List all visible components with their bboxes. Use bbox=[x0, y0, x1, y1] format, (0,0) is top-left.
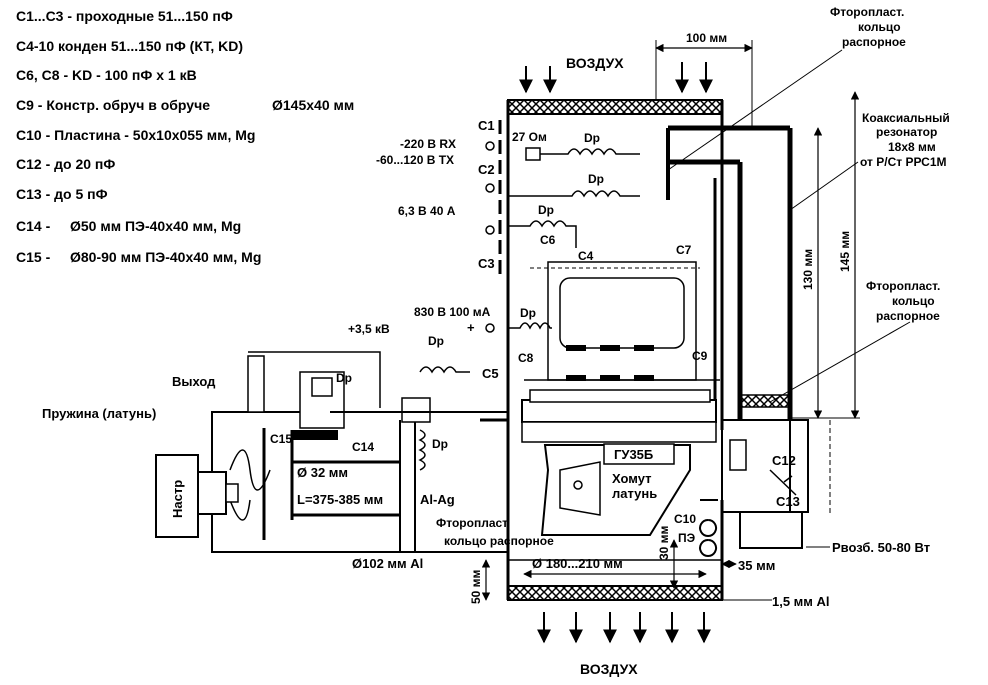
ptfe-bottom-1: Фторопласт. bbox=[436, 516, 510, 530]
air-inlet-top: ВОЗДУХ bbox=[519, 55, 713, 94]
legend-line-5: С10 - Пластина - 50х10х055 мм, Mg bbox=[16, 127, 255, 143]
c6-label: С6 bbox=[540, 233, 556, 247]
c8-label: С8 bbox=[518, 351, 534, 365]
output-section-labels: Выход Пружина (латунь) Dр +3,5 кВ Dр Dр … bbox=[42, 322, 554, 571]
legend-line-6: С12 - до 20 пФ bbox=[16, 156, 115, 172]
choke-label-2: Dр bbox=[588, 172, 604, 186]
ptfe-bottom-2: кольцо распорное bbox=[444, 534, 554, 548]
ptfe-top-2: кольцо bbox=[858, 20, 901, 34]
tube-label: ГУ35Б bbox=[614, 447, 653, 462]
ptfe-right-2: кольцо bbox=[892, 294, 935, 308]
cavity-housing bbox=[480, 99, 724, 601]
ptfe-right-1: Фторопласт. bbox=[866, 279, 940, 293]
tube-assembly: ГУ35Б Хомут латунь bbox=[521, 261, 717, 536]
coax-4: от Р/Ст РРС1М bbox=[860, 155, 947, 169]
clamp-label-1: Хомут bbox=[612, 471, 651, 486]
c3-label: С3 bbox=[478, 256, 495, 271]
resistor-label: 27 Ом bbox=[512, 130, 547, 144]
dia-cavity-label: Ø 180...210 мм bbox=[532, 556, 623, 571]
c12-label: С12 bbox=[772, 453, 796, 468]
legend-line-1: С1...С3 - проходные 51...150 пФ bbox=[16, 8, 233, 24]
air-label-bottom: ВОЗДУХ bbox=[580, 661, 638, 677]
c5-label: С5 bbox=[482, 366, 499, 381]
power-feeds: 27 Ом Dр Dр Dр Dр С1 С2 С3 С6 С4 С7 С8 С… bbox=[376, 118, 720, 381]
plus-sign: + bbox=[467, 320, 475, 335]
rx-voltage: -220 В RX bbox=[400, 137, 456, 151]
c4-label: С4 bbox=[578, 249, 594, 263]
dimension-lines: 100 мм 130 мм 145 мм Ø 180...210 мм 30 м… bbox=[469, 31, 930, 609]
tuning-label: Настр bbox=[170, 480, 185, 518]
dim-30-label: 30 мм bbox=[657, 525, 671, 560]
tx-voltage: -60...120 В ТХ bbox=[376, 153, 454, 167]
legend-line-7: С13 - до 5 пФ bbox=[16, 186, 108, 202]
hv-label: +3,5 кВ bbox=[348, 322, 390, 336]
callouts: Фторопласт. кольцо распорное Коаксиальны… bbox=[667, 5, 950, 403]
dia-102-label: Ø102 мм Al bbox=[352, 556, 423, 571]
output-label: Выход bbox=[172, 374, 216, 389]
c2-label: С2 bbox=[478, 162, 495, 177]
drive-section: С10 ПЭ С12 С13 bbox=[674, 419, 809, 557]
ptfe-right-3: распорное bbox=[876, 309, 940, 323]
legend-c9-size: Ø145х40 мм bbox=[272, 97, 354, 113]
choke-label-6: Dр bbox=[428, 334, 444, 348]
c15-label: С15 bbox=[270, 432, 292, 446]
dim-145-label: 145 мм bbox=[838, 231, 852, 272]
coax-3: 18х8 мм bbox=[888, 140, 936, 154]
legend-line-3: С6, С8 - KD - 100 пФ х 1 кВ bbox=[16, 67, 197, 83]
dim-130-label: 130 мм bbox=[801, 249, 815, 290]
dim-35-label: 35 мм bbox=[738, 558, 775, 573]
dim-50-label: 50 мм bbox=[469, 569, 483, 604]
filament-voltage: 6,3 В 40 А bbox=[398, 204, 456, 218]
choke-label-7: Dр bbox=[432, 437, 448, 451]
choke-label-4: Dр bbox=[520, 306, 536, 320]
legend-line-4: С9 - Констр. обруч в обруче bbox=[16, 97, 210, 113]
c10-label: С10 bbox=[674, 512, 696, 526]
length-label: L=375-385 мм bbox=[297, 492, 383, 507]
legend-c14-size: Ø50 мм ПЭ-40х40 мм, Mg bbox=[70, 218, 241, 234]
c1-label: С1 bbox=[478, 118, 495, 133]
dim-100-label: 100 мм bbox=[686, 31, 727, 45]
alag-label: Al-Ag bbox=[420, 492, 455, 507]
coax-2: резонатор bbox=[876, 125, 937, 139]
coax-1: Коаксиальный bbox=[862, 111, 950, 125]
legend: С1...С3 - проходные 51...150 пФ С4-10 ко… bbox=[16, 8, 354, 265]
wall-label: 1,5 мм Al bbox=[772, 594, 830, 609]
legend-c15-size: Ø80-90 мм ПЭ-40х40 мм, Mg bbox=[70, 249, 261, 265]
ptfe-top-1: Фторопласт. bbox=[830, 5, 904, 19]
dia-32-label: Ø 32 мм bbox=[297, 465, 348, 480]
ptfe-top-3: распорное bbox=[842, 35, 906, 49]
c7-label: С7 bbox=[676, 243, 692, 257]
pe-label: ПЭ bbox=[678, 531, 696, 545]
c9-label: С9 bbox=[692, 349, 708, 363]
spring-label: Пружина (латунь) bbox=[42, 406, 156, 421]
air-outlet-bottom: ВОЗДУХ bbox=[537, 612, 711, 677]
c14-label: С14 bbox=[352, 440, 374, 454]
clamp-label-2: латунь bbox=[612, 486, 657, 501]
choke-label-5: Dр bbox=[336, 371, 352, 385]
choke-label-1: Dр bbox=[584, 131, 600, 145]
choke-label-3: Dр bbox=[538, 203, 554, 217]
air-label-top: ВОЗДУХ bbox=[566, 55, 624, 71]
legend-line-9: С15 - bbox=[16, 249, 51, 265]
anode-supply: 830 В 100 мА bbox=[414, 305, 491, 319]
output-section: Настр bbox=[155, 351, 509, 553]
c13-label: С13 bbox=[776, 494, 800, 509]
legend-line-8: С14 - bbox=[16, 218, 51, 234]
power-label: Рвозб. 50-80 Вт bbox=[832, 540, 930, 555]
legend-line-2: С4-10 конден 51...150 пФ (КТ, KD) bbox=[16, 38, 243, 54]
